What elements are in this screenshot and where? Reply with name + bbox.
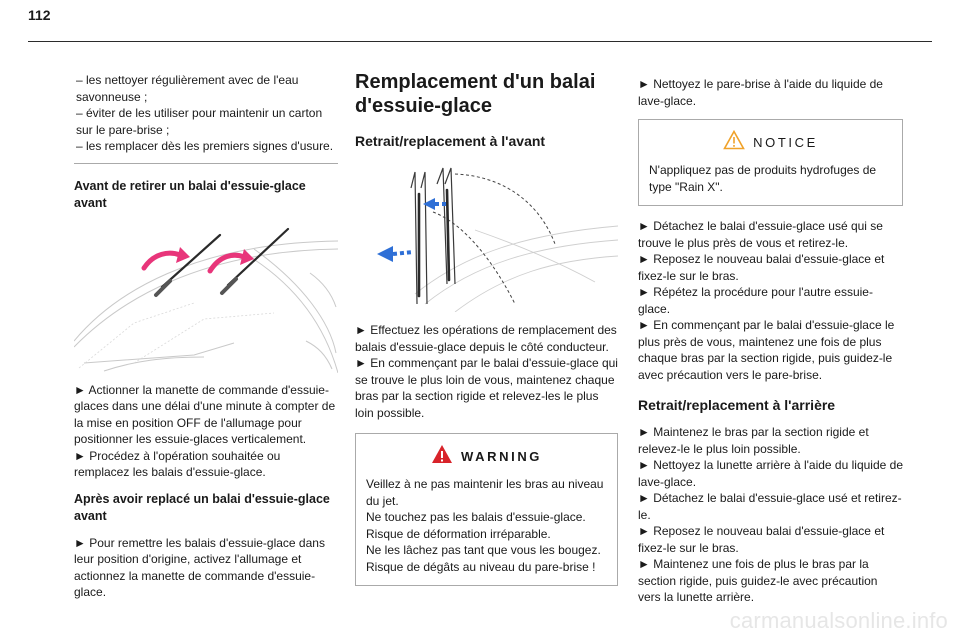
step-return-wipers: ► Pour remettre les balais d'essuie-glac… (74, 535, 325, 600)
header-rule (28, 41, 932, 42)
warning-title: WARNING (460, 448, 543, 464)
notice-title: NOTICE (753, 134, 818, 150)
warning-header: WARNING (366, 442, 607, 470)
notice-header: NOTICE (649, 128, 892, 156)
column-3: ► Nettoyez le pare-brise à l'aide du liq… (638, 76, 903, 606)
rear-step-5: ► Maintenez une fois de plus le bras par… (638, 557, 878, 604)
step-clean-windshield: ► Nettoyez le pare-brise à l'aide du liq… (638, 77, 883, 108)
step-proceed: ► Procédez à l'opération souhaitée ou re… (74, 448, 281, 480)
front-subtitle: Retrait/replacement à l'avant (355, 133, 546, 149)
notice-box: NOTICE N'appliquez pas de produits hydro… (638, 119, 903, 206)
rear-step-3: ► Détachez le balai d'essuie-glace usé e… (638, 491, 902, 522)
step-driver-side: ► Effectuez les opérations de remplaceme… (355, 323, 617, 354)
care-tip-3: – les remplacer dès les premiers signes … (76, 139, 334, 153)
heading-before-removal: Avant de retirer un balai d'essuie-glace… (74, 178, 306, 210)
warning-triangle-icon (431, 444, 453, 469)
section-title: Remplacement d'un balai d'essuie-glace (355, 71, 596, 117)
care-tip-1: – les nettoyer régulièrement avec de l'e… (76, 73, 299, 104)
rear-step-1: ► Maintenez le bras par la section rigid… (638, 425, 869, 456)
warning-line-5: Risque de dégâts au niveau du pare-brise… (366, 559, 596, 574)
care-tip-2: – éviter de les utiliser pour maintenir … (76, 106, 323, 137)
page-number: 112 (28, 7, 51, 23)
warning-box: WARNING Veillez à ne pas maintenir les b… (355, 433, 618, 586)
step-lift-arms: ► En commençant par le balai d'essuie-gl… (355, 356, 618, 420)
care-tips-box: – les nettoyer régulièrement avec de l'e… (74, 58, 338, 164)
front-step-3: ► Répétez la procédure pour l'autre essu… (638, 285, 873, 316)
notice-text: N'appliquez pas de produits hydrofuges d… (649, 163, 877, 194)
warning-line-1: Veillez à ne pas maintenir les bras au n… (366, 477, 604, 508)
column-1: – les nettoyer régulièrement avec de l'e… (74, 58, 338, 601)
warning-line-2: Ne touchez pas les balais d'essuie-glace… (366, 510, 586, 524)
windshield-wipers-illustration (74, 223, 338, 373)
rear-subtitle: Retrait/replacement à l'arrière (638, 397, 836, 413)
front-wiper-lift-illustration (355, 164, 618, 312)
rear-step-4: ► Reposez le nouveau balai d'essuie-glac… (638, 524, 885, 555)
front-step-4: ► En commençant par le balai d'essuie-gl… (638, 318, 895, 382)
heading-after-refit: Après avoir replacé un balai d'essuie-gl… (74, 491, 330, 523)
step-activate-control: ► Actionner la manette de commande d'ess… (74, 382, 336, 447)
notice-triangle-icon (723, 129, 746, 155)
rear-step-2: ► Nettoyez la lunette arrière à l'aide d… (638, 458, 903, 489)
front-step-1: ► Détachez le balai d'essuie-glace usé q… (638, 219, 883, 250)
column-2: Remplacement d'un balai d'essuie-glace R… (355, 58, 618, 586)
front-step-2: ► Reposez le nouveau balai d'essuie-glac… (638, 252, 885, 283)
watermark: carmanualsonline.info (678, 608, 948, 634)
warning-line-4: Ne les lâchez pas tant que vous les boug… (366, 543, 601, 557)
watermark-text: carmanualsonline.info (729, 608, 948, 633)
warning-line-3: Risque de déformation irréparable. (366, 526, 551, 541)
